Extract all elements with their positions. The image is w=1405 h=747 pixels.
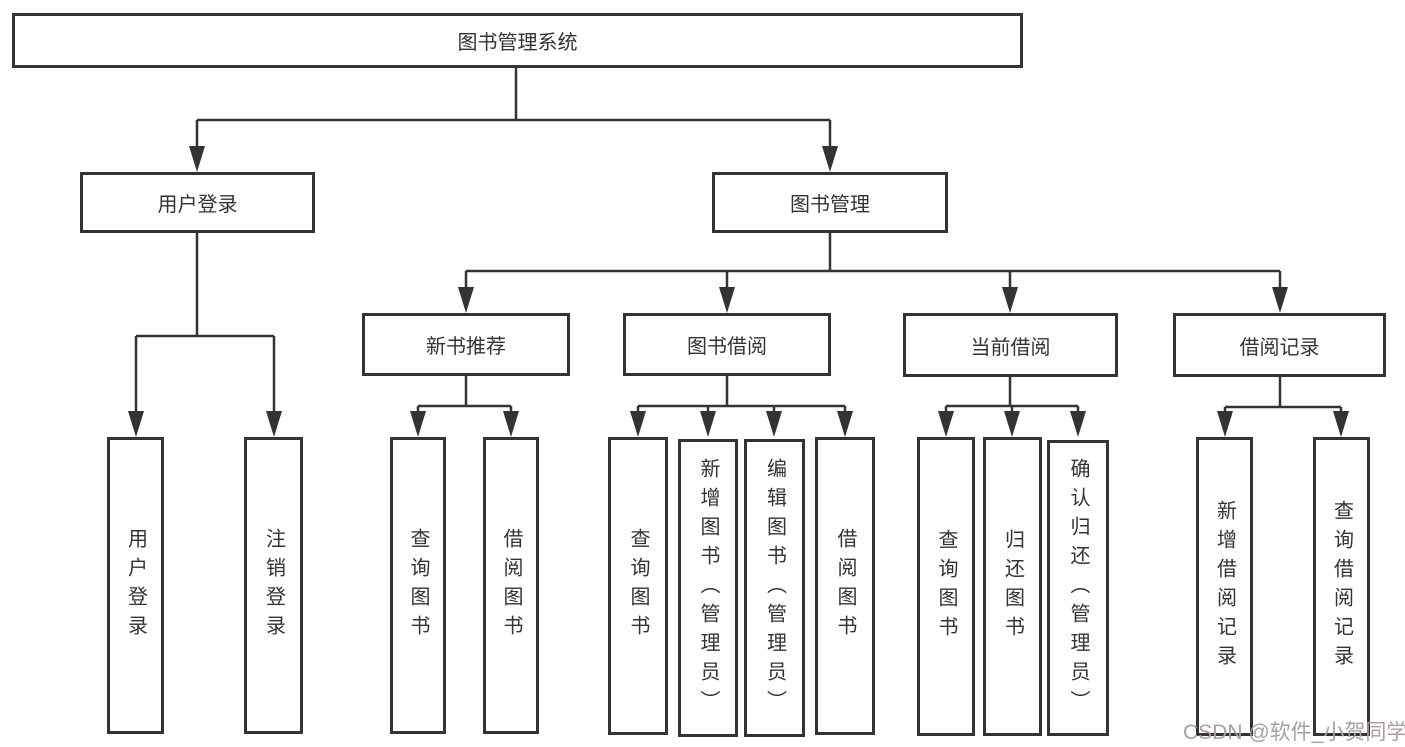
- node-label: 注销登录: [262, 527, 285, 644]
- node-label: 图书借阅: [687, 336, 767, 358]
- node-label: 查询图书: [935, 528, 957, 645]
- leaf-query-books-current: 查询图书: [917, 437, 975, 736]
- leaf-user-login: 用户登录: [107, 437, 164, 734]
- node-label: 新增借阅记录: [1213, 499, 1236, 674]
- node-new-book-recommend: 新书推荐: [362, 313, 570, 376]
- node-current-borrowing: 当前借阅: [903, 313, 1118, 377]
- node-user-login: 用户登录: [80, 172, 315, 233]
- node-label: 图书管理系统: [457, 32, 578, 54]
- node-label: 查询借阅记录: [1330, 499, 1353, 674]
- node-label: 用户登录: [157, 194, 238, 216]
- leaf-logout: 注销登录: [244, 437, 303, 734]
- leaf-query-books-recommend: 查询图书: [390, 437, 446, 734]
- node-label: 借阅图书: [500, 527, 522, 644]
- node-borrowing-records: 借阅记录: [1173, 313, 1386, 377]
- node-label: 借阅记录: [1239, 336, 1320, 359]
- node-book-management: 图书管理: [712, 172, 948, 233]
- node-label: 归还图书: [1001, 528, 1024, 645]
- leaf-return-books: 归还图书: [983, 437, 1042, 736]
- node-book-borrowing: 图书借阅: [623, 313, 831, 376]
- node-label: 用户登录: [124, 527, 147, 644]
- leaf-add-books-admin: 新增图书（管理员）: [678, 439, 738, 737]
- node-label: 查询图书: [627, 528, 649, 644]
- node-label: 图书管理: [790, 194, 870, 216]
- node-label: 确认归还（管理员）: [1067, 457, 1089, 719]
- leaf-query-borrow-record: 查询借阅记录: [1313, 437, 1370, 736]
- node-label: 查询图书: [407, 527, 429, 644]
- node-label: 编辑图书（管理员）: [763, 457, 786, 719]
- node-label: 借阅图书: [834, 528, 856, 644]
- csdn-watermark: CSDN @软件_小贺同学: [1183, 721, 1405, 744]
- node-label: 新书推荐: [426, 336, 506, 358]
- leaf-confirm-return-admin: 确认归还（管理员）: [1047, 440, 1109, 736]
- node-label: 新增图书（管理员）: [697, 457, 719, 719]
- leaf-query-books-borrowing: 查询图书: [608, 437, 668, 735]
- leaf-edit-books-admin: 编辑图书（管理员）: [744, 439, 805, 737]
- arrowhead-icons: [128, 146, 1349, 437]
- leaf-borrow-books-recommend: 借阅图书: [483, 437, 539, 734]
- node-library-management-system: 图书管理系统: [12, 13, 1023, 68]
- leaf-add-borrow-record: 新增借阅记录: [1196, 437, 1253, 736]
- node-label: 当前借阅: [970, 336, 1051, 359]
- leaf-borrow-books: 借阅图书: [815, 437, 875, 735]
